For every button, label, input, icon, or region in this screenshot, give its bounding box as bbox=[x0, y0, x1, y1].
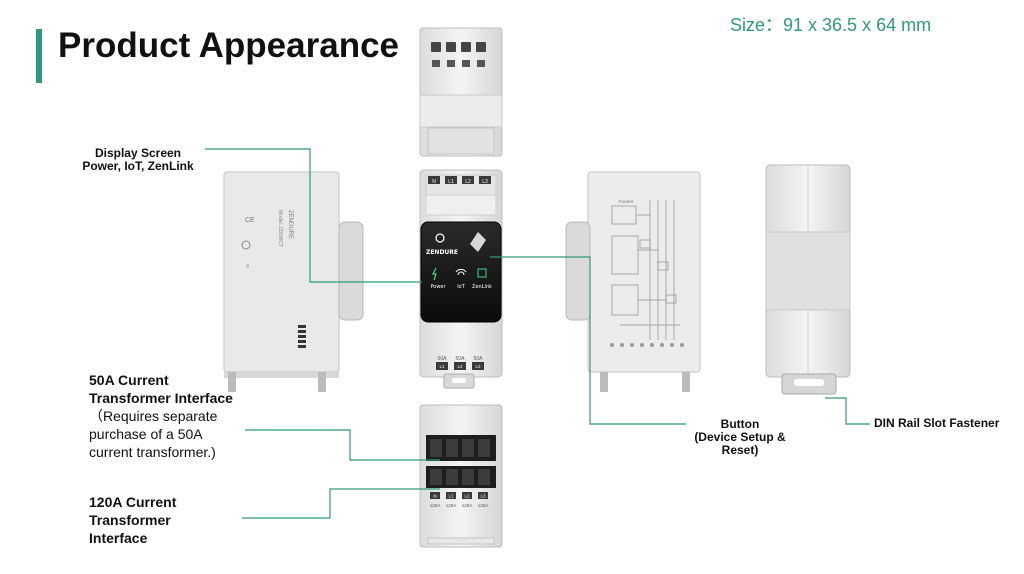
bottom-rating-2: 120A bbox=[446, 503, 457, 508]
zenlink-emblem-icon bbox=[470, 232, 486, 252]
title-accent-bar bbox=[36, 29, 42, 83]
screen-zenlink: ZenLink bbox=[472, 284, 492, 290]
front-ct-rating-1: 50A bbox=[438, 356, 448, 362]
wifi-icon bbox=[455, 268, 467, 276]
front-ct-rating-2: 50A bbox=[456, 356, 466, 362]
top-terminal-l2: L2 bbox=[465, 179, 471, 185]
bottom-terminal-l2: L2 bbox=[464, 494, 470, 499]
din-callout-line bbox=[825, 397, 870, 425]
din-rail-callout: DIN Rail Slot Fastener bbox=[874, 416, 1000, 430]
bottom-rating-3: 120A bbox=[462, 503, 473, 508]
top-terminal-n: N bbox=[432, 179, 436, 185]
front-ct-terminal-3: L3 bbox=[475, 364, 481, 369]
bottom-terminal-l3: L3 bbox=[480, 494, 486, 499]
ce-mark: CE bbox=[245, 217, 255, 224]
side-logo-text: ∞ bbox=[244, 264, 250, 268]
display-screen-callout: Display Screen Power, IoT, ZenLink bbox=[72, 147, 204, 173]
front-view-module: N L1 L2 L3 ZENDURE Power IoT ZenLink 50A… bbox=[419, 169, 503, 389]
display-callout-subtitle: Power, IoT, ZenLink bbox=[82, 159, 194, 173]
ct50-callout-title: 50A Current Transformer Interface bbox=[89, 372, 233, 406]
button-callout: Button (Device Setup & Reset) bbox=[685, 418, 795, 457]
bottom-rating-4: 120A bbox=[478, 503, 489, 508]
ct120-callout-line bbox=[242, 488, 440, 519]
screen-iot: IoT bbox=[457, 284, 466, 290]
button-callout-title: Button bbox=[720, 417, 760, 431]
side-brand: ZENDURE bbox=[287, 210, 293, 239]
front-ct-terminal-2: L2 bbox=[457, 364, 463, 369]
button-callout-line bbox=[490, 256, 686, 425]
front-top-terminals: N L1 L2 L3 bbox=[428, 176, 491, 185]
display-callout-line bbox=[205, 148, 422, 283]
brand-logo-icon bbox=[435, 233, 445, 243]
callout-lines bbox=[205, 148, 870, 519]
display-callout-title: Display Screen bbox=[94, 146, 182, 160]
ct50-callout: 50A Current Transformer Interface（Requir… bbox=[89, 371, 249, 461]
right-side-view-module: POWER bbox=[565, 171, 701, 392]
screen-power: Power bbox=[430, 284, 446, 290]
zenlink-icon bbox=[477, 268, 487, 278]
screen-brand: ZENDURE bbox=[426, 249, 458, 256]
front-ct-rating-3: 50A bbox=[474, 356, 484, 362]
top-terminal-l1: L1 bbox=[448, 179, 454, 185]
button-callout-subtitle: (Device Setup & Reset) bbox=[694, 430, 786, 457]
bottom-terminal-l1: L1 bbox=[448, 494, 454, 499]
ct50-callout-line bbox=[245, 429, 440, 461]
top-view-module bbox=[419, 27, 503, 157]
wiring-diagram bbox=[611, 200, 680, 340]
diagram-title: POWER bbox=[618, 199, 633, 204]
page-title: Product Appearance bbox=[58, 26, 400, 65]
front-ct-terminal-1: L1 bbox=[439, 364, 445, 369]
top-terminal-l3: L3 bbox=[482, 179, 488, 185]
bottom-terminal-n: N bbox=[433, 494, 436, 499]
power-icon bbox=[432, 267, 437, 281]
side-model: Model: ZDSMCT bbox=[277, 210, 283, 247]
bottom-rating-1: 120A bbox=[430, 503, 441, 508]
back-view-module bbox=[765, 164, 851, 395]
bottom-view-module: N L1 L2 L3 120A 120A 120A 120A bbox=[419, 404, 503, 548]
ct50-callout-note: （Requires separate purchase of a 50A cur… bbox=[89, 408, 218, 460]
size-spec: Size：91 x 36.5 x 64 mm bbox=[730, 15, 932, 35]
ct120-callout: 120A Current Transformer Interface bbox=[89, 494, 177, 546]
